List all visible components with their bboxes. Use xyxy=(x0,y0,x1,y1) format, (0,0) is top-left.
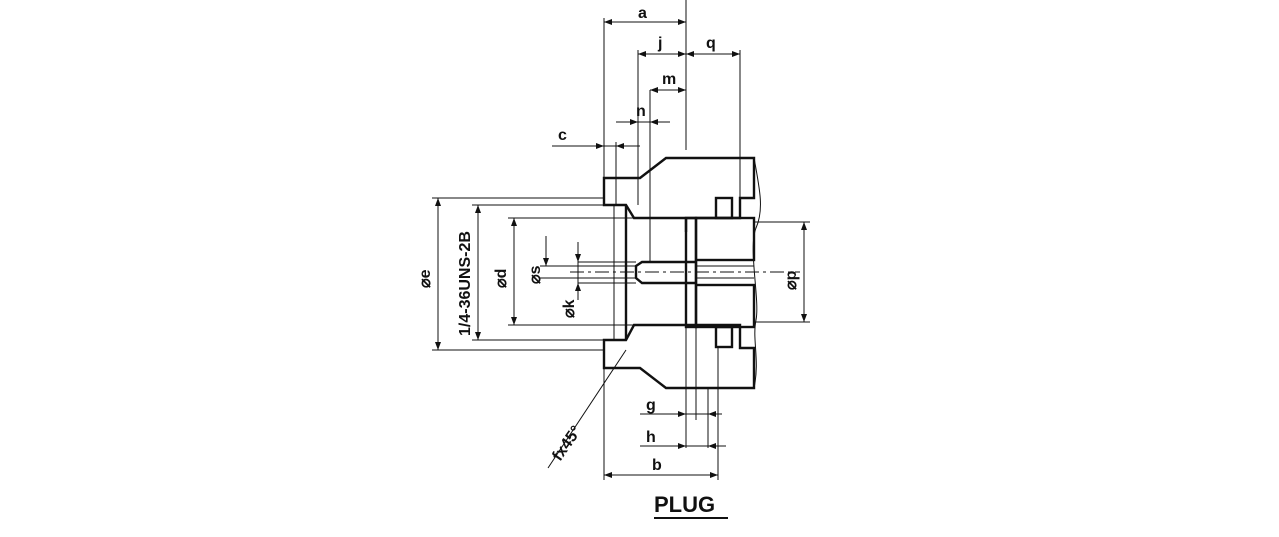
dim-label-chamfer: fx45° xyxy=(549,423,585,464)
dim-label-e: ⌀e xyxy=(417,269,434,288)
right-dimension-p xyxy=(754,221,810,323)
dim-label-j: j xyxy=(657,35,662,52)
drawing-title: PLUG xyxy=(654,492,715,517)
bottom-dimensions xyxy=(547,325,726,480)
dim-label-c: c xyxy=(558,127,567,144)
left-dimensions xyxy=(432,197,686,351)
dim-label-g: g xyxy=(646,397,656,414)
dim-label-q: q xyxy=(706,35,716,52)
dim-label-s: ⌀s xyxy=(527,265,544,284)
plug-body xyxy=(602,156,761,390)
dim-label-d: ⌀d xyxy=(493,269,510,288)
dim-label-b: b xyxy=(652,457,662,474)
dim-label-h: h xyxy=(646,429,656,446)
dim-label-a: a xyxy=(638,5,647,22)
top-dimensions xyxy=(552,18,741,262)
dim-label-k: ⌀k xyxy=(561,299,578,318)
dim-label-thread: 1/4-36UNS-2B xyxy=(457,231,474,336)
dim-label-n: n xyxy=(636,103,646,120)
dim-label-m: m xyxy=(662,71,676,88)
dim-label-p: ⌀p xyxy=(783,270,800,290)
